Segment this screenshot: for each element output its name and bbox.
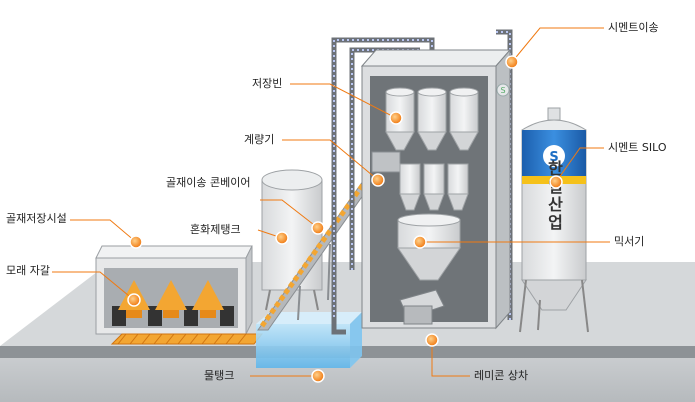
- label-cement-transfer: 시멘트이송: [608, 21, 659, 34]
- svg-text:S: S: [500, 86, 505, 95]
- mixer: [397, 213, 461, 281]
- storage-bins: [385, 87, 479, 151]
- label-weigher: 계량기: [244, 133, 275, 146]
- silo-brand-text: 한일산업: [545, 159, 564, 232]
- dot-cement-transfer: [505, 55, 519, 69]
- bottom-belt-conveyor: [110, 333, 264, 345]
- dot-mixer: [413, 235, 427, 249]
- label-cement-silo: 시멘트 SILO: [608, 141, 667, 154]
- weighing-hoppers: [371, 151, 469, 211]
- dot-remicon: [425, 333, 439, 347]
- dot-mixing-tank: [275, 231, 289, 245]
- label-storage-bin: 저장빈: [252, 77, 283, 90]
- label-aggregate-conveyor: 골재이송 콘베이어: [166, 176, 251, 189]
- label-mixer: 믹서기: [614, 235, 645, 248]
- loading-chute: [399, 289, 445, 325]
- aggregate-storage-building: [95, 245, 253, 335]
- dot-aggregate-storage: [129, 235, 143, 249]
- leader-lines: [52, 27, 610, 377]
- label-mixing-tank: 혼화제탱크: [190, 223, 241, 236]
- svg-text:S: S: [549, 150, 558, 165]
- dot-weigher: [371, 173, 385, 187]
- label-aggregate-storage: 골재저장시설: [6, 212, 67, 225]
- dot-storage-bin: [389, 111, 403, 125]
- callout-dots: [127, 55, 563, 383]
- dot-sand-gravel: [127, 293, 141, 307]
- label-remicon-loading: 레미콘 상차: [474, 369, 529, 382]
- dot-cement-silo: [549, 175, 563, 189]
- dot-water-tank: [311, 369, 325, 383]
- label-sand-gravel: 모래 자갈: [6, 264, 50, 277]
- label-water-tank: 물탱크: [204, 369, 235, 382]
- dot-conveyor: [311, 221, 325, 235]
